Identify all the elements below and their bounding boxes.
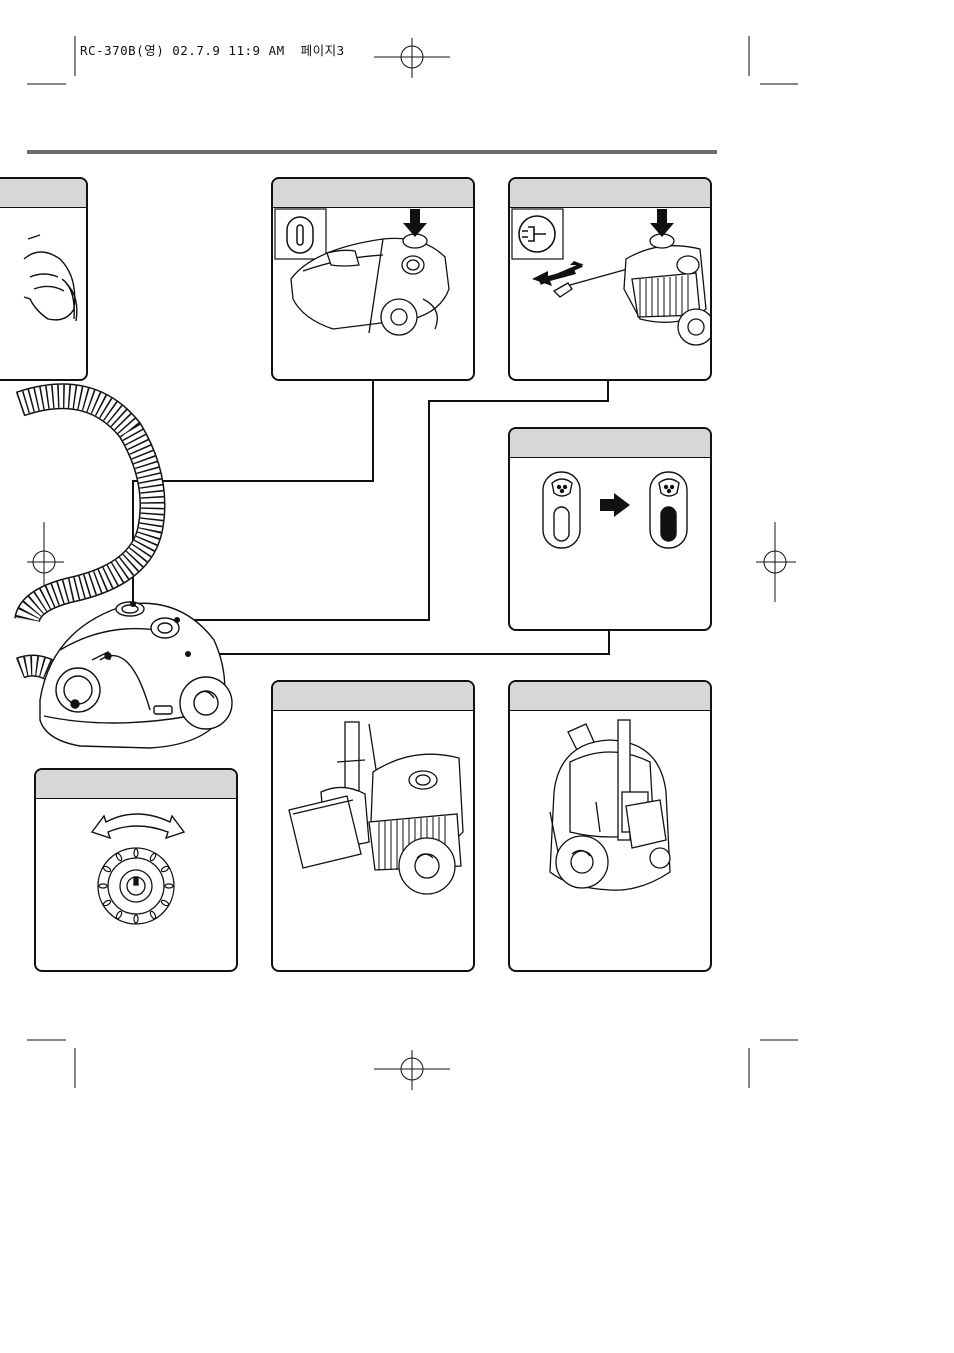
vacuum-body <box>40 602 232 748</box>
callout-lines <box>133 380 609 654</box>
